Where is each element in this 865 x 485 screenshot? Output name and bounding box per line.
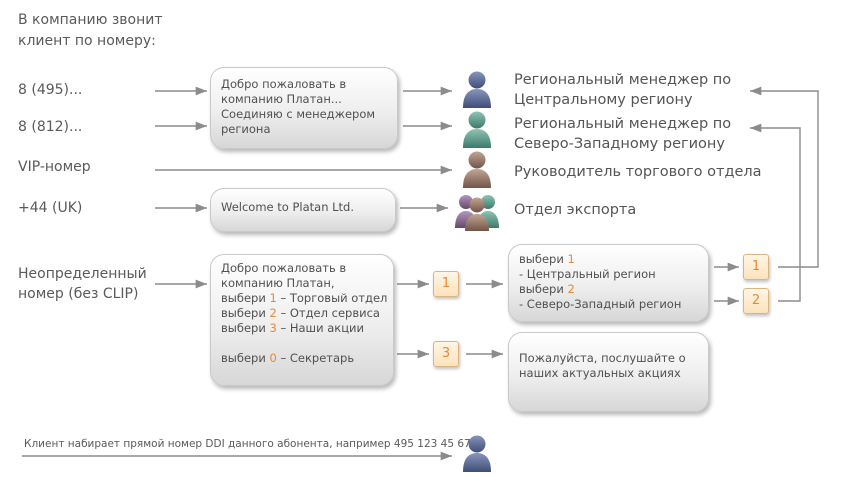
dest-export: Отдел экспорта (514, 202, 637, 218)
region-option-central: - Центральный регион (519, 267, 656, 281)
region-menu-box: выбери 1 - Центральный регион выбери 2 -… (508, 244, 709, 322)
welcome-ru-line-3: Соединяю с менеджером (221, 107, 376, 121)
region-option-northwest: - Северо-Западный регион (519, 297, 682, 311)
region-key-1: 1 (743, 254, 769, 280)
dest-head-of-sales: Руководитель торгового отдела (514, 164, 762, 180)
welcome-ru-box: Добро пожаловать в компанию Платан... Со… (210, 67, 398, 149)
promo-line-2: наших актуальных акциях (519, 366, 681, 380)
menu-line-2: компанию Платан, (221, 276, 335, 290)
region-choose-2: выбери 2 (519, 282, 575, 296)
loop-r2-to-northwest (750, 123, 801, 302)
menu-item-2: выбери 2 – Отдел сервиса (221, 306, 380, 320)
dest-northwest-line-1: Региональный менеджер по (514, 116, 732, 132)
loop-r1-to-central (750, 86, 819, 268)
person-icon (463, 435, 491, 472)
person-icon (463, 71, 491, 108)
dest-central-line-1: Региональный менеджер по (514, 72, 732, 88)
welcome-ru-line-1: Добро пожаловать в (221, 77, 347, 91)
welcome-ru-line-2: компанию Платан... (221, 92, 342, 106)
welcome-en-box: Welcome to Platan Ltd. (210, 188, 396, 232)
caller-spb: 8 (812)... (18, 119, 83, 135)
promo-line-1: Пожалуйста, послушайте о (519, 351, 686, 365)
dest-central-line-2: Центральному региону (514, 92, 693, 108)
region-key-2: 2 (743, 288, 769, 314)
intro-line-1: В компанию звонит (18, 12, 163, 28)
person-icon (463, 151, 491, 188)
promo-box: Пожалуйста, послушайте о наших актуальны… (508, 332, 709, 412)
caller-vip: VIP-номер (18, 159, 91, 175)
caller-moscow: 8 (495)... (18, 82, 83, 98)
caller-unknown-line-2: номер (без CLIP) (18, 286, 139, 302)
intro-line-2: клиент по номеру: (18, 33, 156, 49)
main-menu-box: Добро пожаловать в компанию Платан, выбе… (210, 254, 394, 386)
welcome-ru-line-4: региона (221, 122, 271, 136)
person-icon (463, 111, 491, 148)
menu-item-1: выбери 1 – Торговый отдел (221, 291, 388, 305)
menu-item-0: выбери 0 – Секретарь (221, 351, 355, 365)
dest-northwest-line-2: Северо-Западному региону (514, 136, 725, 152)
welcome-en-text: Welcome to Platan Ltd. (221, 200, 355, 214)
ddi-note: Клиент набирает прямой номер DDI данного… (24, 438, 471, 450)
caller-uk: +44 (UK) (18, 200, 83, 216)
key-3: 3 (433, 341, 459, 367)
region-choose-1: выбери 1 (519, 252, 575, 266)
menu-line-1: Добро пожаловать в (221, 261, 347, 275)
key-1: 1 (433, 271, 459, 297)
menu-item-3: выбери 3 – Наши акции (221, 321, 364, 335)
caller-unknown-line-1: Неопределенный (18, 266, 147, 282)
group-icon (455, 195, 499, 231)
